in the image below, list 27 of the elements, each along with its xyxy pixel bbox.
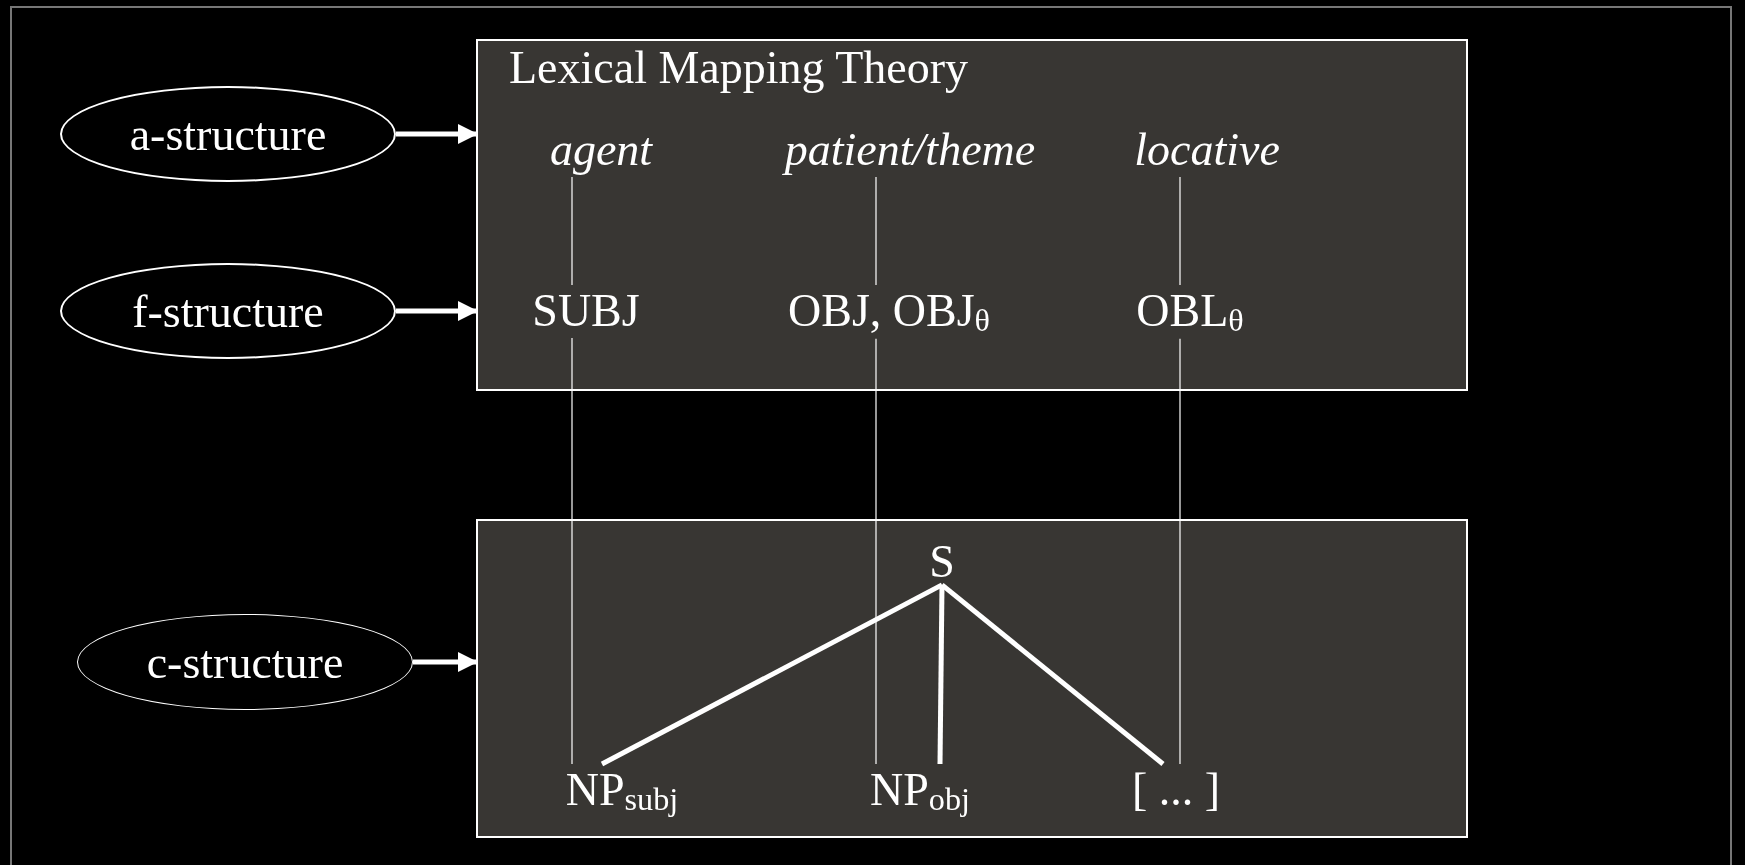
arrow [413,652,478,672]
mapping-line [1179,176,1181,286]
tree-branch [940,582,1165,766]
function-label: NP$_{obj}$ [850,764,990,818]
function-label: S [922,536,962,589]
structure-panel [476,519,1468,838]
role-label: patient/theme [760,124,1060,177]
panel-title: Lexical Mapping Theory [509,42,968,95]
mapping-line [875,338,877,765]
tree-branch [937,584,945,765]
structure-panel [476,39,1468,391]
structure-ellipse: a-structure [60,86,396,182]
role-label: locative [1112,124,1302,177]
function-label: NP$_{subj}$ [552,764,692,818]
structure-ellipse: f-structure [60,263,396,359]
function-label: SUBJ [521,285,651,338]
mapping-line [571,176,573,286]
role-label: agent [531,124,671,177]
function-label: OBJ, OBJ$_{θ}$ [759,285,1019,339]
function-label: [ ... ] [1121,764,1231,817]
arrow [396,301,478,321]
mapping-line [571,337,573,765]
mapping-line [875,176,877,286]
arrow [396,124,478,144]
tree-branch [600,582,944,767]
function-label: OBL$_{θ}$ [1120,285,1260,339]
mapping-line [1179,338,1181,765]
